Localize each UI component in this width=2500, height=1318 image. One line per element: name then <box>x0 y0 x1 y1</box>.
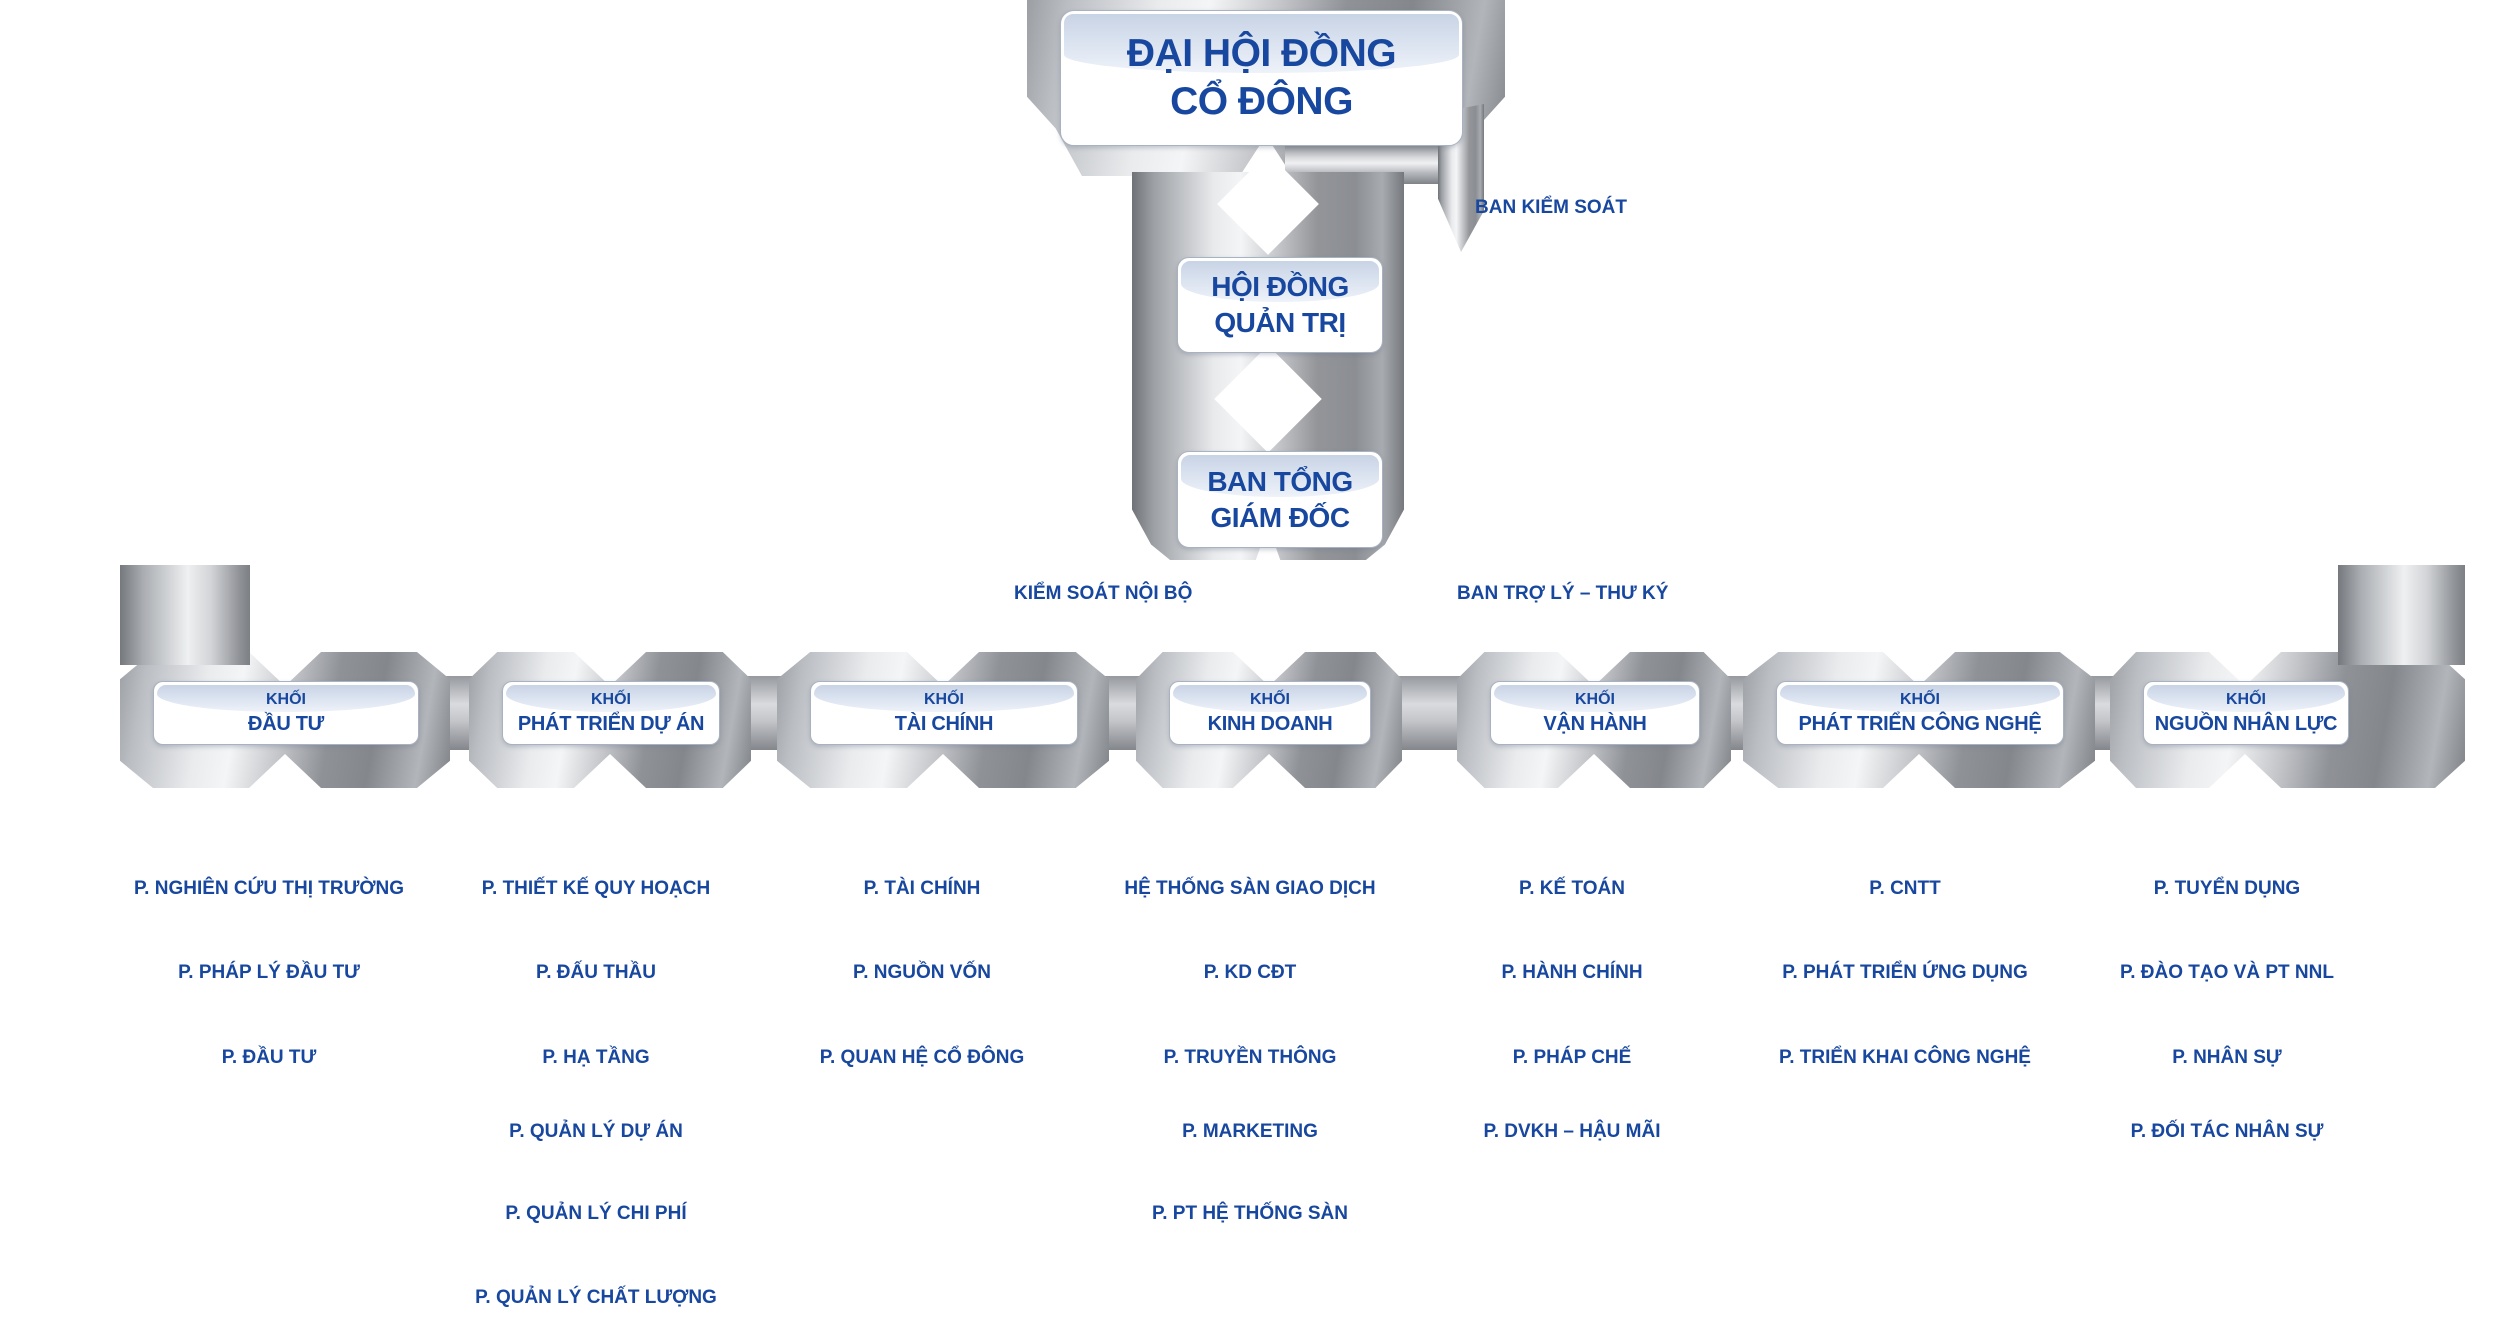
department-label: P. ĐỐI TÁC NHÂN SỰ <box>2130 1121 2324 1142</box>
ceo-line2: GIÁM ĐỐC <box>1210 501 1350 533</box>
department-label: P. TUYỂN DỤNG <box>2153 878 2301 899</box>
department-label: P. TÀI CHÍNH <box>863 878 981 899</box>
department-label: P. TRIỂN KHAI CÔNG NGHỆ <box>1779 1047 2031 1068</box>
department-label: P. NGHIÊN CỨU THỊ TRƯỜNG <box>133 878 405 899</box>
department-label: P. ĐẦU TƯ <box>221 1047 317 1068</box>
shareholders-line2: CỔ ĐÔNG <box>1170 80 1353 123</box>
division-name: NGUỒN NHÂN LỰC <box>2154 713 2338 735</box>
division-prefix: KHỐI <box>591 691 631 708</box>
department-label: P. QUẢN LÝ CHẤT LƯỢNG <box>475 1287 717 1308</box>
department-label: P. MARKETING <box>1182 1121 1318 1142</box>
department-label: P. QUAN HỆ CỔ ĐÔNG <box>819 1047 1025 1068</box>
department-label: P. KD CĐT <box>1203 962 1297 983</box>
department-label: P. HÀNH CHÍNH <box>1501 962 1643 983</box>
left-riser-column <box>120 565 250 665</box>
division-name: ĐẦU TƯ <box>248 713 324 735</box>
ceo-line1: BAN TỔNG <box>1207 465 1353 497</box>
department-label: P. PHÁT TRIỂN ỨNG DỤNG <box>1782 962 2028 983</box>
division-prefix: KHỐI <box>1250 691 1290 708</box>
division-prefix: KHỐI <box>1575 691 1615 708</box>
department-label: P. HẠ TẦNG <box>542 1047 650 1068</box>
department-label: P. KẾ TOÁN <box>1519 878 1625 899</box>
department-label: HỆ THỐNG SÀN GIAO DỊCH <box>1124 878 1376 899</box>
division-name: KINH DOANH <box>1207 713 1333 735</box>
shareholders-line1: ĐẠI HỘI ĐỒNG <box>1126 32 1397 75</box>
board-box: HỘI ĐỒNG QUẢN TRỊ <box>1177 257 1383 353</box>
department-label: P. ĐÀO TẠO VÀ PT NNL <box>2120 962 2334 983</box>
department-label: P. PT HỆ THỐNG SÀN <box>1151 1203 1348 1224</box>
board-line1: HỘI ĐỒNG <box>1211 271 1349 302</box>
division-box-6: KHỐI PHÁT TRIỂN CÔNG NGHỆ <box>1776 681 2064 745</box>
department-label: P. THIẾT KẾ QUY HOẠCH <box>481 878 711 899</box>
ceo-box: BAN TỔNG GIÁM ĐỐC <box>1177 451 1383 548</box>
division-box-5: KHỐI VẬN HÀNH <box>1490 681 1700 745</box>
department-label: P. CNTT <box>1869 878 1941 899</box>
band-connector <box>745 676 783 750</box>
division-prefix: KHỐI <box>2226 691 2266 708</box>
right-riser-column <box>2338 565 2465 665</box>
division-box-7: KHỐI NGUỒN NHÂN LỰC <box>2143 681 2349 745</box>
department-label: P. QUẢN LÝ DỰ ÁN <box>509 1121 683 1142</box>
department-label: P. PHÁP CHẾ <box>1512 1047 1632 1068</box>
band-connector <box>1103 676 1142 750</box>
internal-control-label: KIỂM SOÁT NỘI BỘ <box>1014 583 1193 604</box>
department-label: P. TRUYỀN THÔNG <box>1163 1047 1337 1068</box>
division-box-3: KHỐI TÀI CHÍNH <box>810 681 1078 745</box>
division-box-2: KHỐI PHÁT TRIỂN DỰ ÁN <box>502 681 720 745</box>
division-prefix: KHỐI <box>924 691 964 708</box>
department-label: P. ĐẤU THẦU <box>536 962 656 983</box>
division-prefix: KHỐI <box>1900 691 1940 708</box>
assistant-secretary-label: BAN TRỢ LÝ – THƯ KÝ <box>1457 583 1669 604</box>
department-label: P. PHÁP LÝ ĐẦU TƯ <box>178 962 360 983</box>
division-box-1: KHỐI ĐẦU TƯ <box>153 681 419 745</box>
department-label: P. NHÂN SỰ <box>2172 1047 2282 1068</box>
board-line2: QUẢN TRỊ <box>1214 307 1346 338</box>
department-label: P. DVKH – HẬU MÃI <box>1483 1121 1661 1142</box>
division-name: VẬN HÀNH <box>1543 713 1647 735</box>
division-box-4: KHỐI KINH DOANH <box>1169 681 1371 745</box>
supervisory-board-label: BAN KIỂM SOÁT <box>1475 197 1627 218</box>
band-connector <box>1396 676 1463 750</box>
division-name: TÀI CHÍNH <box>894 713 994 735</box>
division-name: PHÁT TRIỂN CÔNG NGHỆ <box>1798 713 2042 735</box>
department-label: P. QUẢN LÝ CHI PHÍ <box>505 1203 687 1224</box>
department-label: P. NGUỒN VỐN <box>853 962 991 983</box>
division-name: PHÁT TRIỂN DỰ ÁN <box>517 713 705 735</box>
division-prefix: KHỐI <box>266 691 306 708</box>
shareholders-box: ĐẠI HỘI ĐỒNG CỔ ĐÔNG <box>1060 10 1463 146</box>
